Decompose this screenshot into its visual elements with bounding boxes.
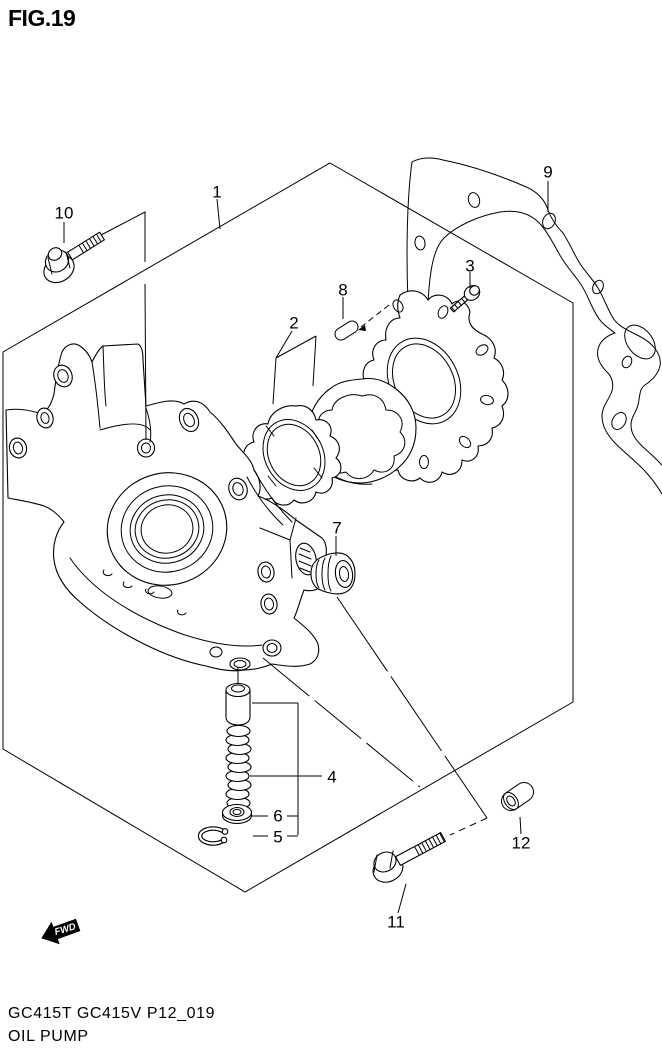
part-callout-4: 4 xyxy=(327,768,336,787)
part-callout-3: 3 xyxy=(465,257,474,276)
spacer-12 xyxy=(501,782,534,811)
bolt-3 xyxy=(449,285,481,313)
footer-part-title: OIL PUMP xyxy=(8,1028,89,1045)
assembly-outline-box xyxy=(2,162,574,893)
pump-body xyxy=(5,343,327,672)
gasket-9 xyxy=(406,157,662,495)
spring xyxy=(225,724,252,810)
piston xyxy=(225,682,251,726)
part-callout-12: 12 xyxy=(512,834,531,853)
figure-title: FIG.19 xyxy=(8,5,76,31)
part-callout-6: 6 xyxy=(273,807,282,826)
part-callout-10: 10 xyxy=(55,204,74,223)
footer-model-code: GC415T GC415V P12_019 xyxy=(8,1005,216,1022)
bolt-10 xyxy=(43,231,105,284)
part-callout-9: 9 xyxy=(543,163,552,182)
part-callout-11: 11 xyxy=(387,913,405,932)
relief-valve-assembly xyxy=(197,667,253,846)
plug-7 xyxy=(310,552,356,595)
fwd-arrow-shape xyxy=(41,918,81,945)
part-callout-5: 5 xyxy=(273,828,282,847)
spring-seat-6 xyxy=(221,803,253,825)
part-callout-7: 7 xyxy=(332,519,341,538)
leader-lines xyxy=(63,181,549,914)
fwd-arrow: FWD xyxy=(41,918,81,945)
part-callout-8: 8 xyxy=(338,281,347,300)
part-callout-1: 1 xyxy=(212,183,221,202)
part-callout-2: 2 xyxy=(289,314,298,333)
dowel-pin-8 xyxy=(334,320,359,341)
snap-ring-5 xyxy=(197,826,229,846)
bolt-11 xyxy=(372,832,446,883)
gasket-2 xyxy=(243,405,342,506)
